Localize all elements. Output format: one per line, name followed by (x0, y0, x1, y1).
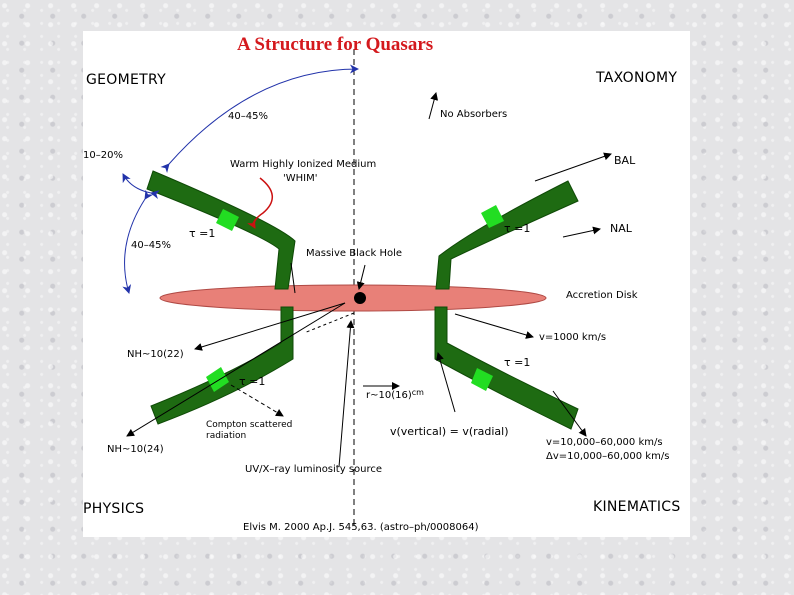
wind-pointer (290, 262, 296, 294)
quadrant-physics-label: PHYSICS (83, 501, 145, 517)
v-relation-label: v(vertical) = v(radial) (390, 425, 509, 438)
dv-wind-label: Δv=10,000–60,000 km/s (546, 451, 670, 462)
accretion-disk (159, 284, 547, 312)
v-wind-label: v=10,000–60,000 km/s (546, 437, 663, 448)
accretion-disk-label: Accretion Disk (566, 290, 638, 301)
v1000-arrow (454, 313, 534, 339)
uv-source-label: UV/X–ray luminosity source (245, 464, 383, 475)
tau-label-upper-left: τ =1 (189, 227, 216, 240)
wind-lower-right (434, 306, 579, 430)
v-wind-arrow (552, 390, 587, 437)
tau-label-lower-left: τ =1 (239, 375, 266, 388)
angle-arrow-lower (122, 189, 154, 294)
angle-lower-label: 40–45% (131, 240, 171, 251)
black-hole-label: Massive Black Hole (306, 248, 403, 259)
wind-upper-left (146, 170, 296, 290)
disk-to-nh24-arrow (126, 302, 346, 437)
compton-label-line2: radiation (206, 431, 247, 441)
figure-title: A Structure for Quasars (237, 34, 434, 55)
compton-arrow (230, 384, 284, 417)
angle-side-label: 10–20% (83, 150, 123, 161)
tau-label-lower-right: τ =1 (504, 356, 531, 369)
tau-label-upper-right: τ =1 (504, 222, 531, 235)
quadrant-geometry-label: GEOMETRY (86, 72, 166, 88)
quasar-structure-figure: A Structure for Quasars GEOMETRY TAXONOM… (83, 31, 690, 537)
v-disk-label: v=1000 km/s (539, 332, 607, 343)
no-absorbers-arrow (428, 92, 439, 120)
quadrant-taxonomy-label: TAXONOMY (596, 70, 678, 86)
bal-label: BAL (614, 154, 636, 167)
disk-to-nh22-arrow (194, 302, 346, 351)
radius-unit: cm (411, 388, 424, 397)
nal-arrow (562, 226, 601, 238)
diagram-canvas (122, 49, 612, 527)
nh-lower-label: NH~10(24) (107, 444, 164, 455)
angle-top-label: 40–45% (228, 111, 268, 122)
nh-upper-label: NH~10(22) (127, 349, 184, 360)
radius-dashed-line (303, 312, 355, 334)
whim-label-line2: 'WHIM' (283, 173, 318, 184)
citation: Elvis M. 2000 Ap.J. 545,63. (astro–ph/00… (243, 522, 479, 533)
angle-arrow-top (160, 64, 359, 173)
compton-label-line1: Compton scattered (206, 420, 293, 430)
uv-source-arrow (338, 320, 355, 468)
black-hole (354, 292, 366, 304)
radius-value: r~10(16) (366, 390, 412, 401)
whim-label-line1: Warm Highly Ionized Medium (230, 159, 377, 170)
nal-label: NAL (610, 222, 632, 235)
radius-label: r~10(16)cm (366, 388, 424, 401)
tau-patch-lower-left (206, 367, 229, 392)
v-relation-arrow (436, 352, 456, 413)
black-hole-arrow (356, 264, 366, 290)
whim-arrow (247, 177, 273, 229)
wind-lower-left (150, 306, 294, 425)
quadrant-kinematics-label: KINEMATICS (593, 499, 681, 515)
tau-patch-lower-right (471, 368, 493, 391)
bal-arrow (534, 152, 612, 182)
angle-arrow-side (122, 173, 160, 199)
no-absorbers-label: No Absorbers (440, 109, 508, 120)
tau-patch-upper-left (216, 209, 239, 231)
tau-patch-upper-right (481, 205, 504, 228)
wind-upper-right (435, 180, 579, 290)
